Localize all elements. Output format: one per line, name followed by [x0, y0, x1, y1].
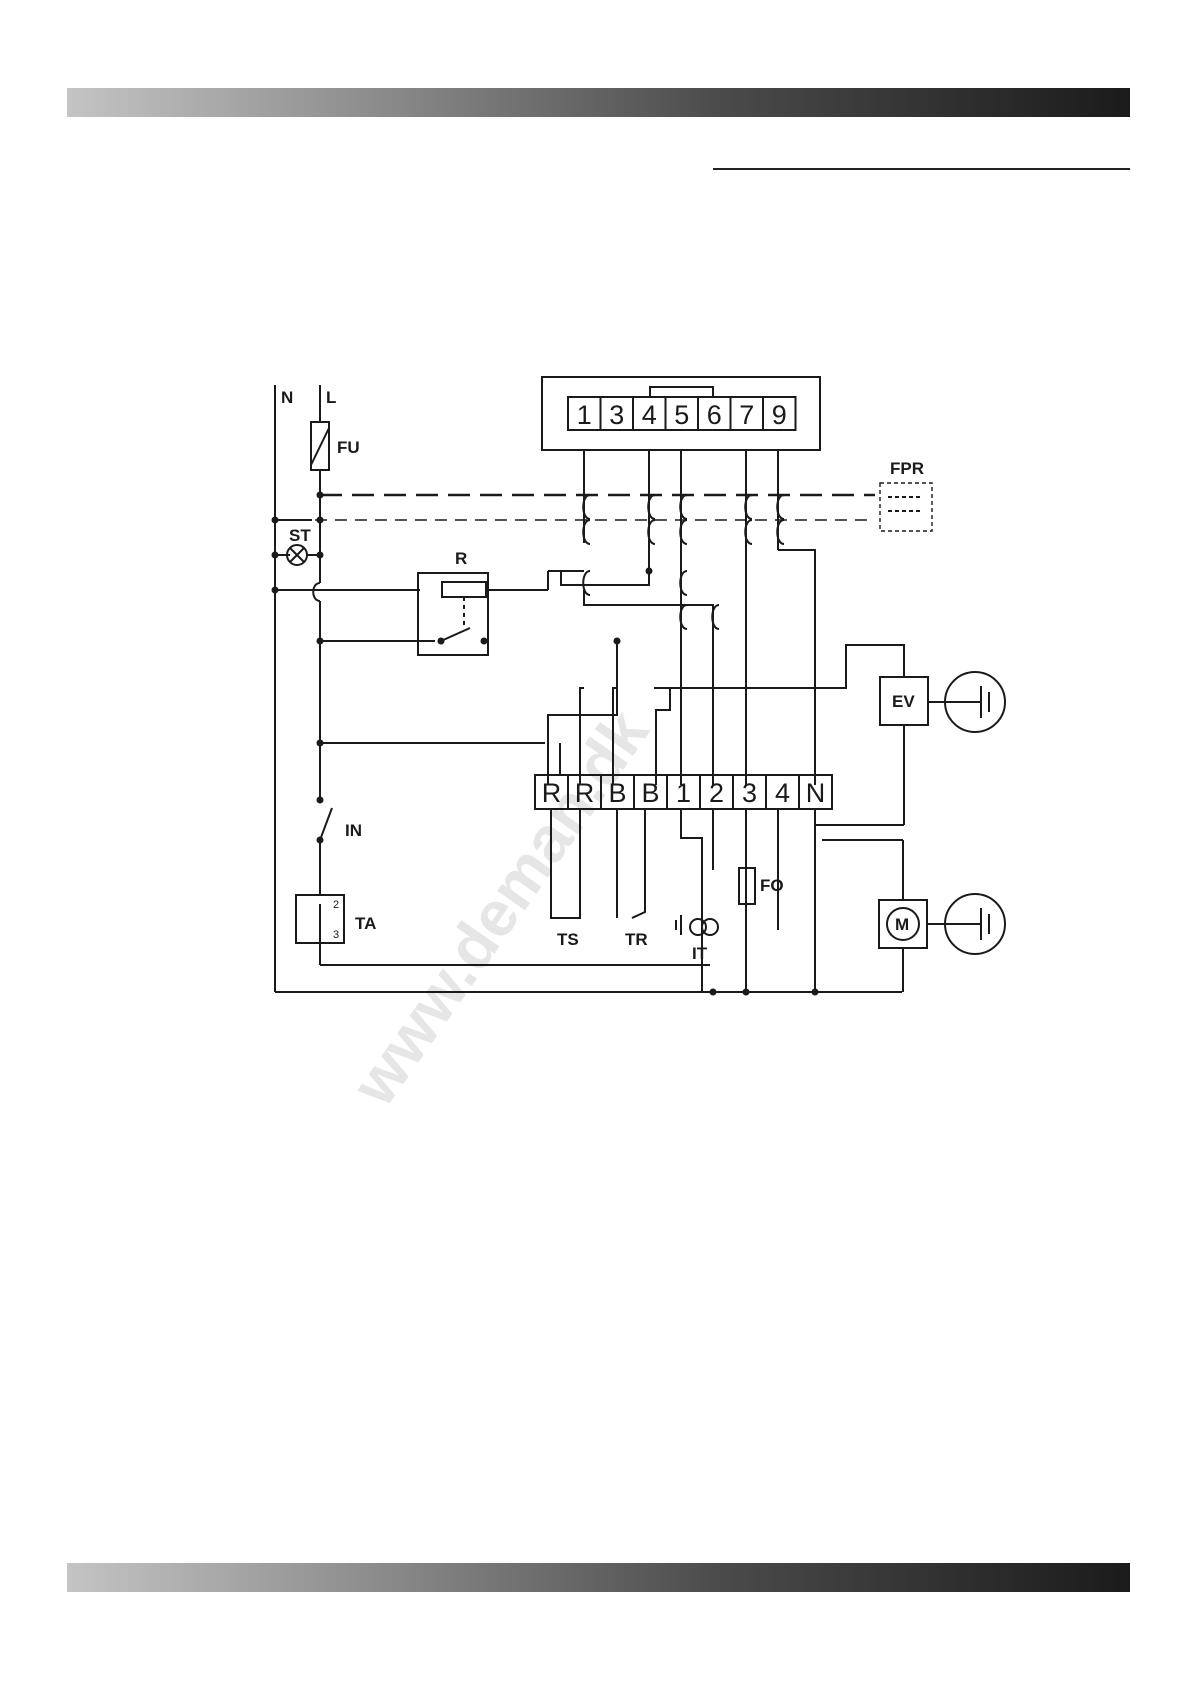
label-fo: FO: [760, 876, 784, 895]
bottom-terminal-label: B: [641, 778, 659, 808]
label-fpr: FPR: [890, 459, 924, 478]
bottom-terminal-label: R: [575, 778, 595, 808]
label-in: IN: [345, 821, 362, 840]
label-ta: TA: [355, 914, 376, 933]
label-ts: TS: [557, 930, 579, 949]
label-fu: FU: [337, 438, 360, 457]
top-terminal-label: 1: [577, 400, 592, 430]
top-terminal-label: 3: [609, 400, 624, 430]
bottom-terminal-label: N: [806, 778, 826, 808]
label-ta-pin-3: 3: [333, 929, 339, 941]
bottom-terminal-label: R: [542, 778, 562, 808]
top-terminal-label: 7: [739, 400, 754, 430]
label-ev: EV: [892, 692, 915, 711]
label-st: ST: [289, 526, 311, 545]
bottom-terminal-label: 2: [709, 778, 724, 808]
bottom-terminal-label: 1: [676, 778, 691, 808]
label-ta-pin-2: 2: [333, 899, 339, 911]
label-m: M: [895, 915, 909, 934]
top-terminal-label: 4: [642, 400, 657, 430]
label-r: R: [455, 549, 467, 568]
top-terminal-label: 9: [772, 400, 787, 430]
bottom-terminal-label: 3: [742, 778, 757, 808]
footer-band: [67, 1563, 1130, 1592]
top-terminal-label: 5: [674, 400, 689, 430]
bottom-terminal-label: 4: [775, 778, 790, 808]
label-tr: TR: [625, 930, 648, 949]
bottom-terminal-label: B: [608, 778, 626, 808]
label-n: N: [281, 388, 293, 407]
label-it: IT: [692, 944, 708, 963]
label-l: L: [326, 388, 336, 407]
top-terminal-label: 6: [707, 400, 722, 430]
